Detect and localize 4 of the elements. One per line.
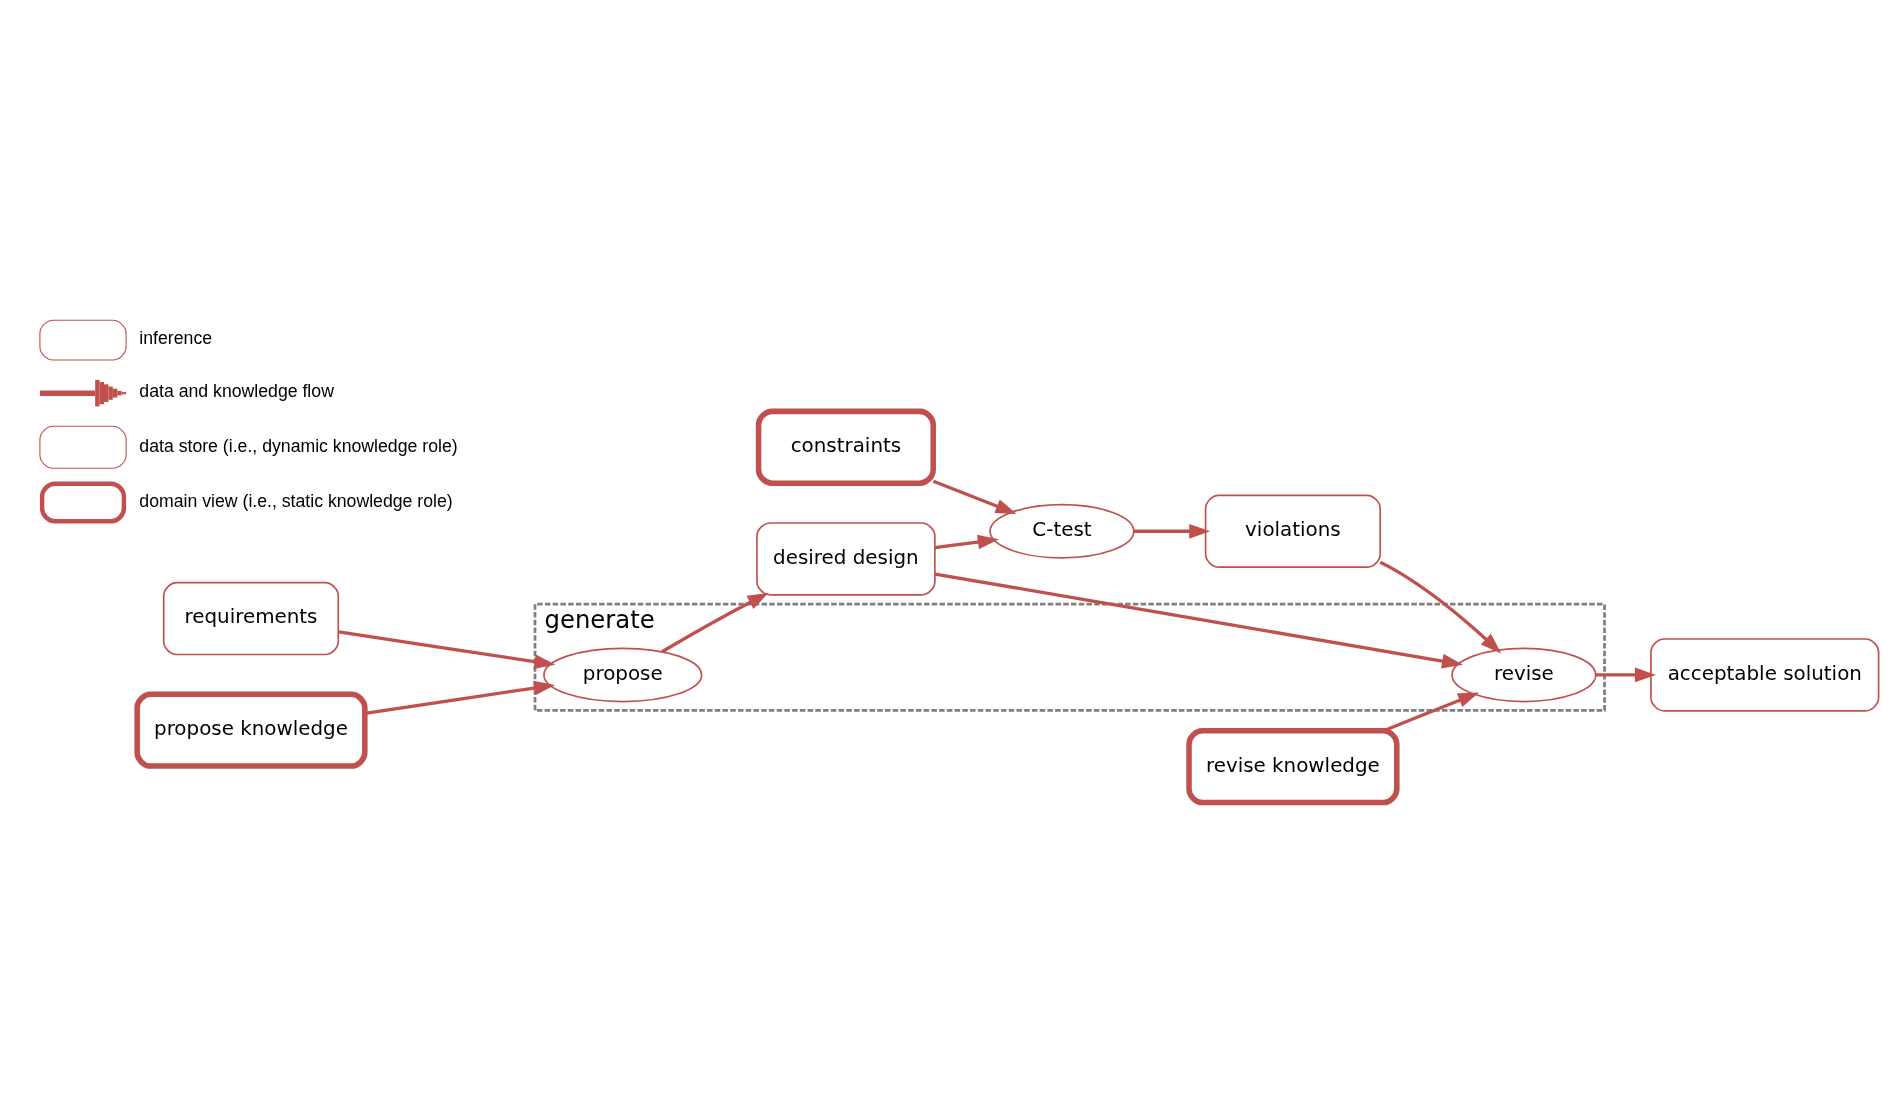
legend-label: data store (i.e., dynamic knowledge role) bbox=[139, 434, 458, 455]
legend-label: inference bbox=[139, 327, 213, 348]
legend-label: data and knowledge flow bbox=[139, 380, 334, 401]
legend-label: domain view (i.e., static knowledge role) bbox=[139, 490, 453, 511]
